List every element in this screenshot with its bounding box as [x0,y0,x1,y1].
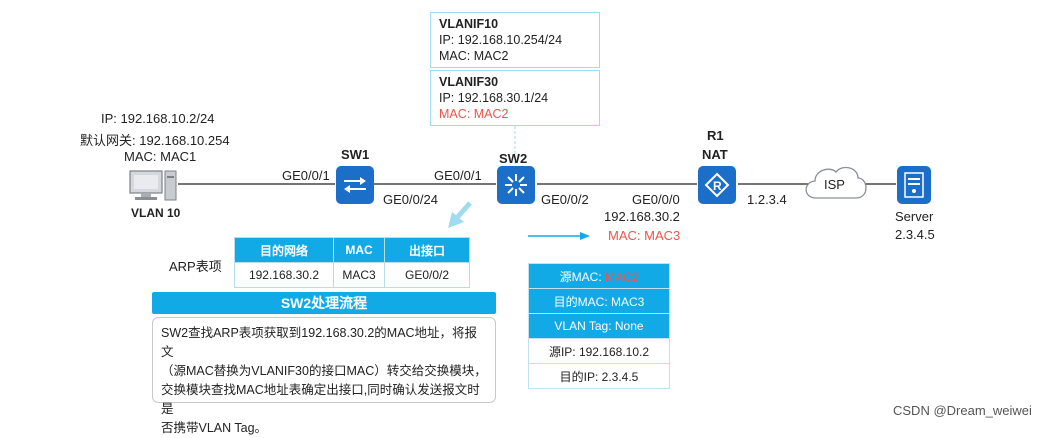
packet-vlan-tag: VLAN Tag: None [528,313,670,339]
vlanif10-title: VLANIF10 [439,17,499,31]
sw1-port-right: GE0/0/24 [383,192,438,207]
arrow-down-left-icon [448,201,472,228]
vlanif30-ip: IP: 192.168.30.1/24 [439,91,549,105]
svg-text:R: R [713,179,722,193]
sw1-port-left: GE0/0/1 [282,168,330,183]
packet-src-mac-prefix: 源MAC: [559,269,605,284]
vlanif30-box: VLANIF30 IP: 192.168.30.1/24 MAC: MAC2 [430,70,600,126]
r1-wan-ip: 1.2.3.4 [747,192,787,207]
arp-header-port: 出接口 [384,237,470,263]
arp-cell-mac: MAC3 [333,262,385,288]
packet-src-ip: 源IP: 192.168.10.2 [528,338,670,364]
process-title: SW2处理流程 [152,292,496,314]
pc-vlan: VLAN 10 [131,206,181,220]
arp-header-mac: MAC [333,237,385,263]
r1-nat: NAT [702,147,728,162]
pc-mac: MAC: MAC1 [124,149,197,164]
sw2-name: SW2 [499,151,528,166]
vlanif10-ip: IP: 192.168.10.254/24 [439,33,563,47]
packet-table: 源MAC: MAC2 目的MAC: MAC3 VLAN Tag: None 源I… [528,263,670,389]
router-icon: R [704,172,730,198]
pc-icon [129,170,177,201]
l3-switch-icon [505,174,527,196]
packet-dst-ip: 目的IP: 2.3.4.5 [528,363,670,389]
arp-header-dest: 目的网络 [234,237,334,263]
arp-cell-port: GE0/0/2 [384,262,470,288]
vlanif30-title: VLANIF30 [439,75,499,89]
process-line-2: （源MAC替换为VLANIF30的接口MAC）转交给交换模块， [161,364,487,378]
packet-row-src-ip: 源IP: 192.168.10.2 [528,338,670,364]
process-body: SW2查找ARP表项获取到192.168.30.2的MAC地址，将报文 （源MA… [152,317,496,435]
r1-mac: MAC: MAC3 [608,228,681,243]
server-ip: 2.3.4.5 [895,227,935,242]
process-line-3: 交换模块查找MAC地址表确定出接口,同时确认发送报文时是 [161,383,480,416]
process-line-4: 否携带VLAN Tag。 [161,421,268,435]
r1-ip: 192.168.30.2 [604,209,680,224]
isp-cloud-icon [805,166,867,199]
topology-lines [178,126,896,240]
packet-row-dst-ip: 目的IP: 2.3.4.5 [528,363,670,389]
watermark: CSDN @Dream_weiwei [893,403,1032,418]
r1-name: R1 [707,128,724,143]
r1-port: GE0/0/0 [632,192,680,207]
server-name: Server [895,209,934,224]
sw2-port-left: GE0/0/1 [434,168,482,183]
arp-table: 目的网络 MAC 出接口 192.168.30.2 MAC3 GE0/0/2 [234,237,470,288]
vlanif10-box: VLANIF10 IP: 192.168.10.254/24 MAC: MAC2 [430,12,600,68]
arp-header-row: 目的网络 MAC 出接口 [234,237,470,263]
packet-row-dst-mac: 目的MAC: MAC3 [528,288,670,314]
switch-arrows-icon [344,177,366,193]
isp-label: ISP [824,177,845,192]
arp-cell-dest: 192.168.30.2 [234,262,334,288]
process-line-1: SW2查找ARP表项获取到192.168.30.2的MAC地址，将报文 [161,326,478,359]
r1-device[interactable]: R [698,166,736,204]
arrow-right-icon [528,232,590,240]
packet-row-vlan-tag: VLAN Tag: None [528,313,670,339]
vlanif30-mac: MAC: MAC2 [439,107,509,121]
sw1-name: SW1 [341,147,370,162]
vlanif10-mac: MAC: MAC2 [439,49,509,63]
sw1-device[interactable] [336,166,374,204]
pc-ip: IP: 192.168.10.2/24 [101,111,215,126]
sw2-device[interactable] [497,166,535,204]
pc-gateway: 默认网关: 192.168.10.254 [80,133,230,148]
arp-label: ARP表项 [169,259,222,274]
packet-src-mac-value: MAC2 [605,269,639,284]
sw2-port-right: GE0/0/2 [541,192,589,207]
server-icon [904,172,924,198]
packet-row-src-mac: 源MAC: MAC2 [528,263,670,289]
packet-dst-mac: 目的MAC: MAC3 [528,288,670,314]
arp-row: 192.168.30.2 MAC3 GE0/0/2 [234,262,470,288]
server-device[interactable] [897,166,931,204]
